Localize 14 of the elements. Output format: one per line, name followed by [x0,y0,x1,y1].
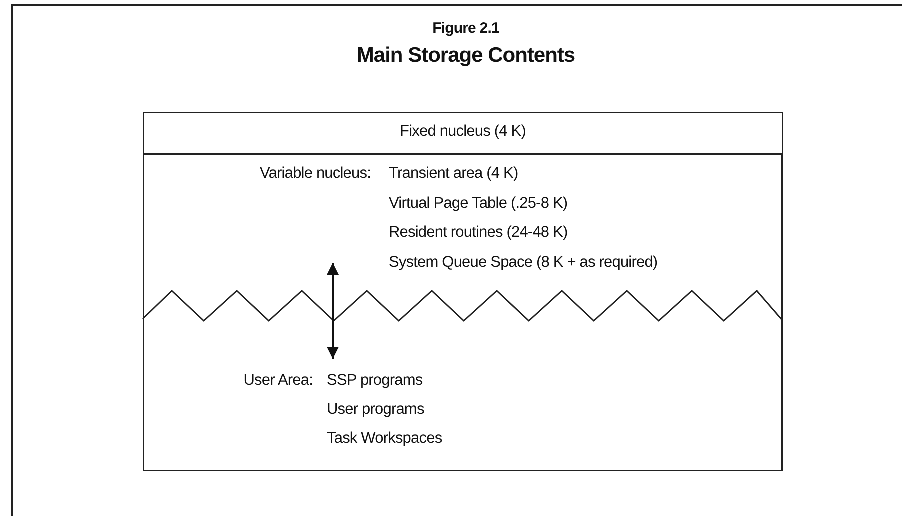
region-item: Transient area (4 K) [389,165,518,183]
region-heading: Variable nucleus: [260,165,371,183]
region-item: Virtual Page Table (.25-8 K) [389,194,568,213]
region-heading: User Area: [244,372,313,390]
region-item: Task Workspaces [327,430,442,448]
diagram-title: Main Storage Contents [356,44,576,68]
region-label: Fixed nucleus (4 K) [399,123,527,141]
region-item: Resident routines (24-48 K) [389,224,568,242]
figure-number: Figure 2.1 [432,20,500,37]
double-arrow [327,263,339,359]
memory-region [143,113,783,155]
region-item: System Queue Space (8 K + as required) [389,254,658,272]
region-item: SSP programs [327,372,423,390]
region-item: User programs [327,401,424,419]
